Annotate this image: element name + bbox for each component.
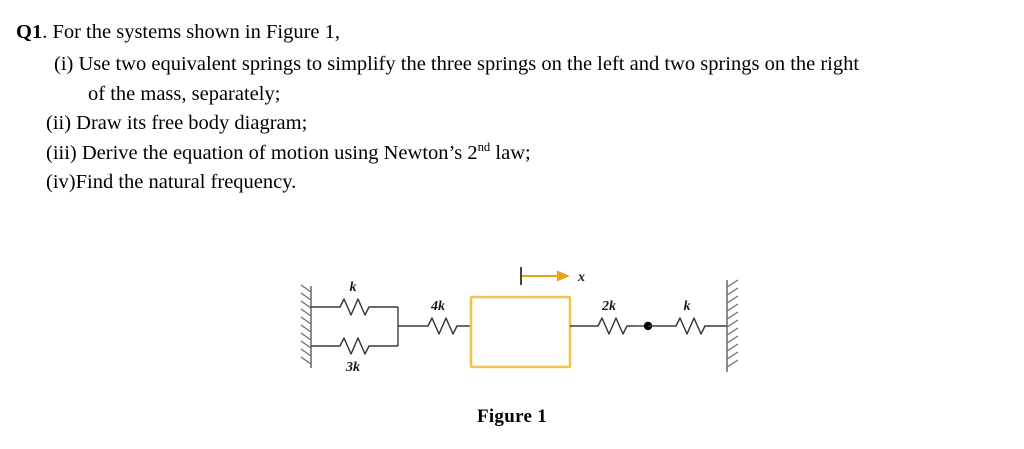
question-item-ii: (ii) Draw its free body diagram;: [0, 109, 1024, 139]
displacement-label-x: x: [577, 270, 585, 285]
spring-k-top: [311, 298, 398, 316]
question-label: Q1: [16, 21, 43, 43]
spring-k-right: [648, 317, 727, 335]
figure-caption: Figure 1: [476, 406, 548, 427]
spring-mass-system-diagram: k 3k 4k x 2k: [300, 267, 739, 375]
question-item-i-marker: (i): [54, 53, 74, 75]
question-item-i-text: Use two equivalent springs to simplify t…: [78, 53, 860, 75]
question-item-list: (i) Use two equivalent springs to simpli…: [0, 50, 1024, 198]
series-junction-dot-icon: [643, 321, 653, 331]
question-item-ii-marker: (ii): [46, 112, 72, 134]
spring-label-k-right: k: [684, 299, 691, 314]
displacement-arrow: [520, 267, 570, 285]
question-heading: Q1. For the systems shown in Figure 1,: [0, 18, 1024, 47]
question-block: Q1. For the systems shown in Figure 1, (…: [0, 0, 1024, 198]
spring-label-k-top: k: [350, 280, 357, 295]
spring-4k: [398, 317, 472, 335]
question-item-iv-marker: (iv): [46, 171, 76, 193]
right-wall-icon: [726, 279, 739, 372]
spring-3k-bottom: [311, 337, 398, 355]
question-item-i-continuation: of the mass, separately;: [88, 82, 281, 105]
question-item-iii-superscript: nd: [477, 139, 491, 154]
question-item-ii-text: Draw its free body diagram;: [76, 112, 308, 134]
question-item-iv: (iv)Find the natural frequency.: [0, 168, 1024, 198]
question-item-iii-text-tail: law;: [490, 141, 531, 164]
question-item-i: (i) Use two equivalent springs to simpli…: [0, 50, 1024, 109]
question-heading-text: . For the systems shown in Figure 1,: [42, 21, 341, 43]
question-item-iii-text: Derive the equation of motion using Newt…: [81, 141, 478, 164]
question-item-iv-text: Find the natural frequency.: [75, 171, 297, 193]
mass-block: [469, 295, 572, 369]
left-wall-icon: [300, 284, 312, 368]
question-item-iii-marker: (iii): [46, 141, 77, 164]
spring-label-2k: 2k: [601, 299, 616, 314]
question-item-iii: (iii) Derive the equation of motion usin…: [0, 139, 1024, 169]
spring-2k: [570, 317, 648, 335]
figure-area: k 3k 4k x 2k: [0, 258, 1024, 449]
spring-label-4k: 4k: [430, 299, 445, 314]
spring-label-3k-bottom: 3k: [345, 360, 360, 375]
